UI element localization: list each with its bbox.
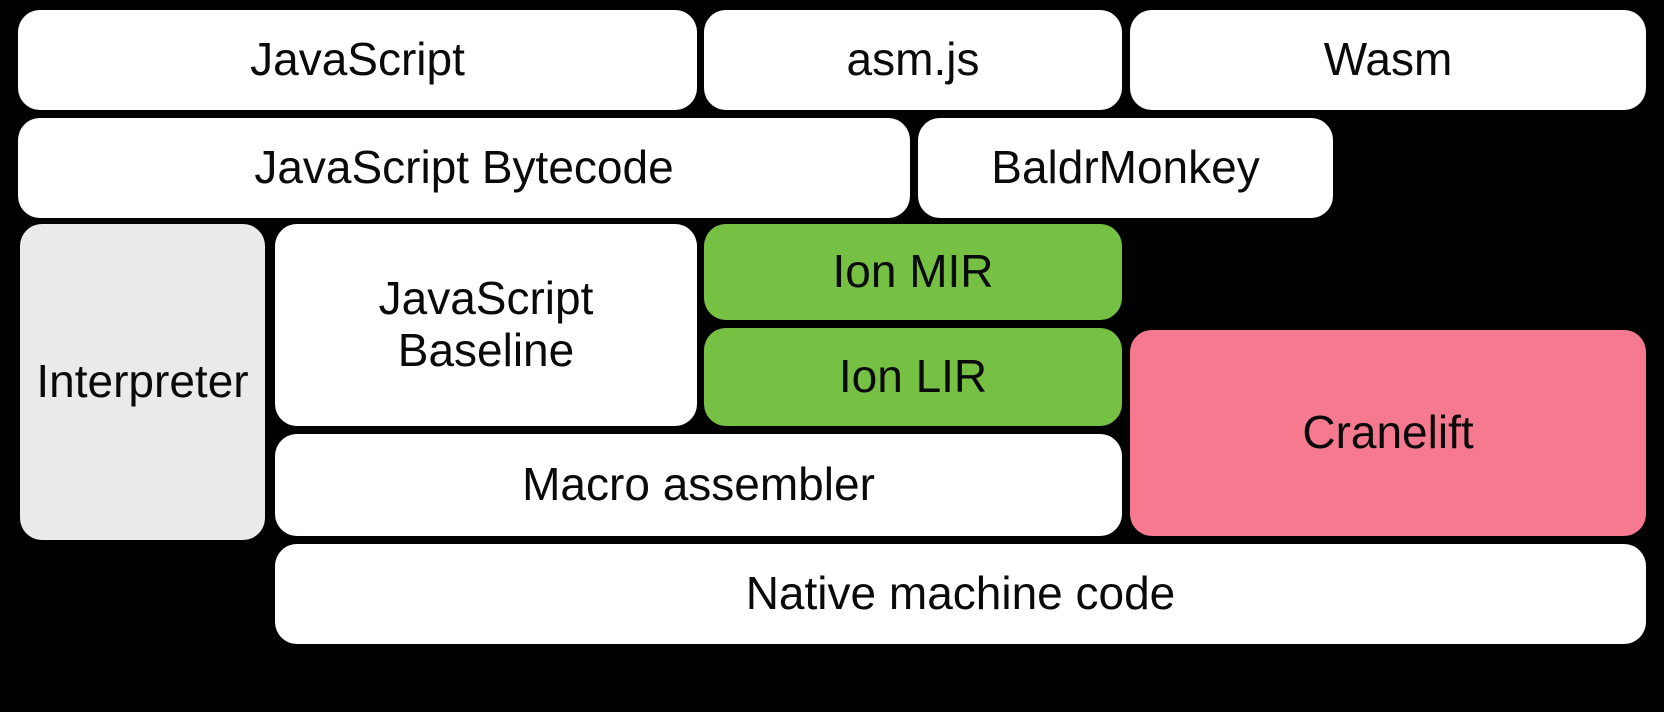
block-interpreter[interactable]: Interpreter: [20, 224, 265, 540]
block-ion-lir[interactable]: Ion LIR: [704, 328, 1122, 426]
block-asm-js[interactable]: asm.js: [704, 10, 1122, 110]
block-baldrmonkey[interactable]: BaldrMonkey: [918, 118, 1333, 218]
block-javascript-bytecode[interactable]: JavaScript Bytecode: [18, 118, 910, 218]
block-javascript[interactable]: JavaScript: [18, 10, 697, 110]
block-cranelift[interactable]: Cranelift: [1130, 330, 1646, 536]
block-javascript-baseline[interactable]: JavaScript Baseline: [275, 224, 697, 426]
block-ion-mir[interactable]: Ion MIR: [704, 224, 1122, 320]
block-native-machine-code[interactable]: Native machine code: [275, 544, 1646, 644]
block-macro-assembler[interactable]: Macro assembler: [275, 434, 1122, 536]
block-wasm[interactable]: Wasm: [1130, 10, 1646, 110]
